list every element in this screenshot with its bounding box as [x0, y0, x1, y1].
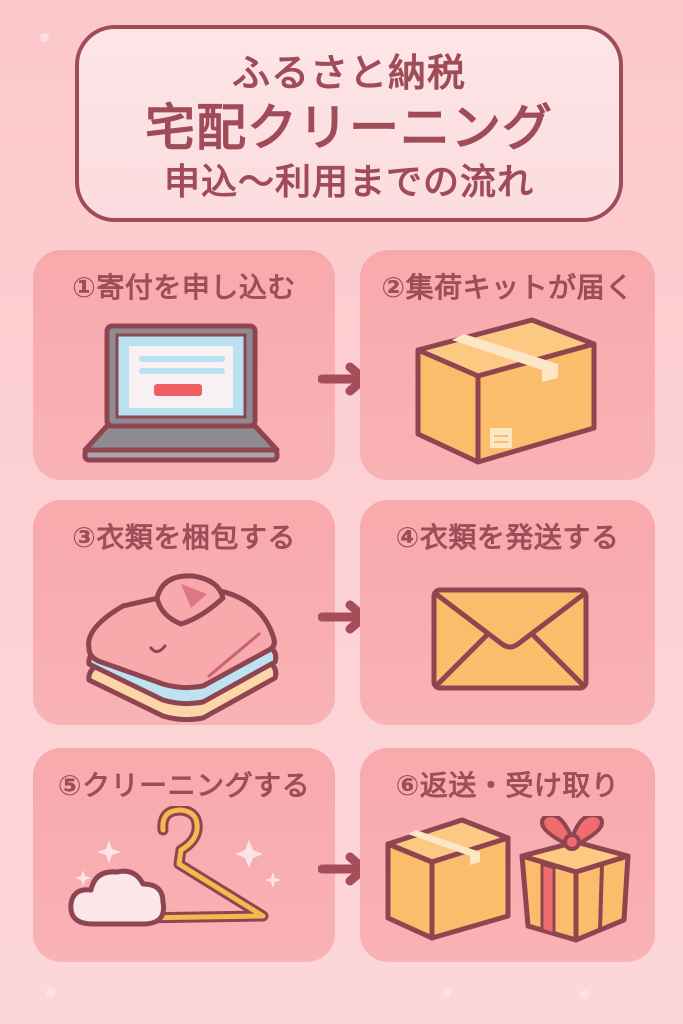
laptop-icon [82, 323, 280, 463]
title-box: ふるさと納税 宅配クリーニング 申込〜利用までの流れ [75, 25, 623, 222]
step-card-6: ⑥返送・受け取り [360, 748, 655, 962]
sparkle-icon [97, 840, 121, 864]
step-card-4: ④衣類を発送する [360, 500, 655, 725]
step-card-1: ①寄付を申し込む [33, 250, 335, 480]
background-dot [40, 33, 49, 42]
title-line-3: 申込〜利用までの流れ [163, 162, 534, 203]
folded-clothes-icon [86, 573, 279, 722]
cardboard-box-icon [415, 317, 597, 465]
background-dot [46, 988, 55, 997]
step-label: ①寄付を申し込む [72, 271, 296, 304]
title-line-2: 宅配クリーニング [145, 99, 553, 157]
sparkle-icon [235, 840, 263, 868]
gift-box-icon [519, 816, 631, 943]
step-label: ②集荷キットが届く [381, 271, 634, 304]
step-label: ④衣類を発送する [395, 521, 620, 554]
envelope-icon [431, 587, 589, 691]
step-card-2: ②集荷キットが届く [360, 250, 655, 480]
sparkle-icon [265, 872, 281, 888]
hanger-sparkle-icon [68, 806, 281, 927]
step-card-5: ⑤クリーニングする [33, 748, 335, 962]
box-and-gift-icon [385, 816, 631, 943]
background-dot [580, 990, 589, 999]
step-label: ⑥返送・受け取り [395, 769, 620, 802]
title-line-1: ふるさと納税 [231, 51, 466, 95]
background-dot [442, 988, 451, 997]
step-label: ③衣類を梱包する [72, 521, 296, 554]
cardboard-box-icon [385, 817, 511, 941]
step-label: ⑤クリーニングする [57, 769, 311, 802]
step-card-3: ③衣類を梱包する [33, 500, 335, 725]
sparkle-icon [75, 870, 91, 886]
